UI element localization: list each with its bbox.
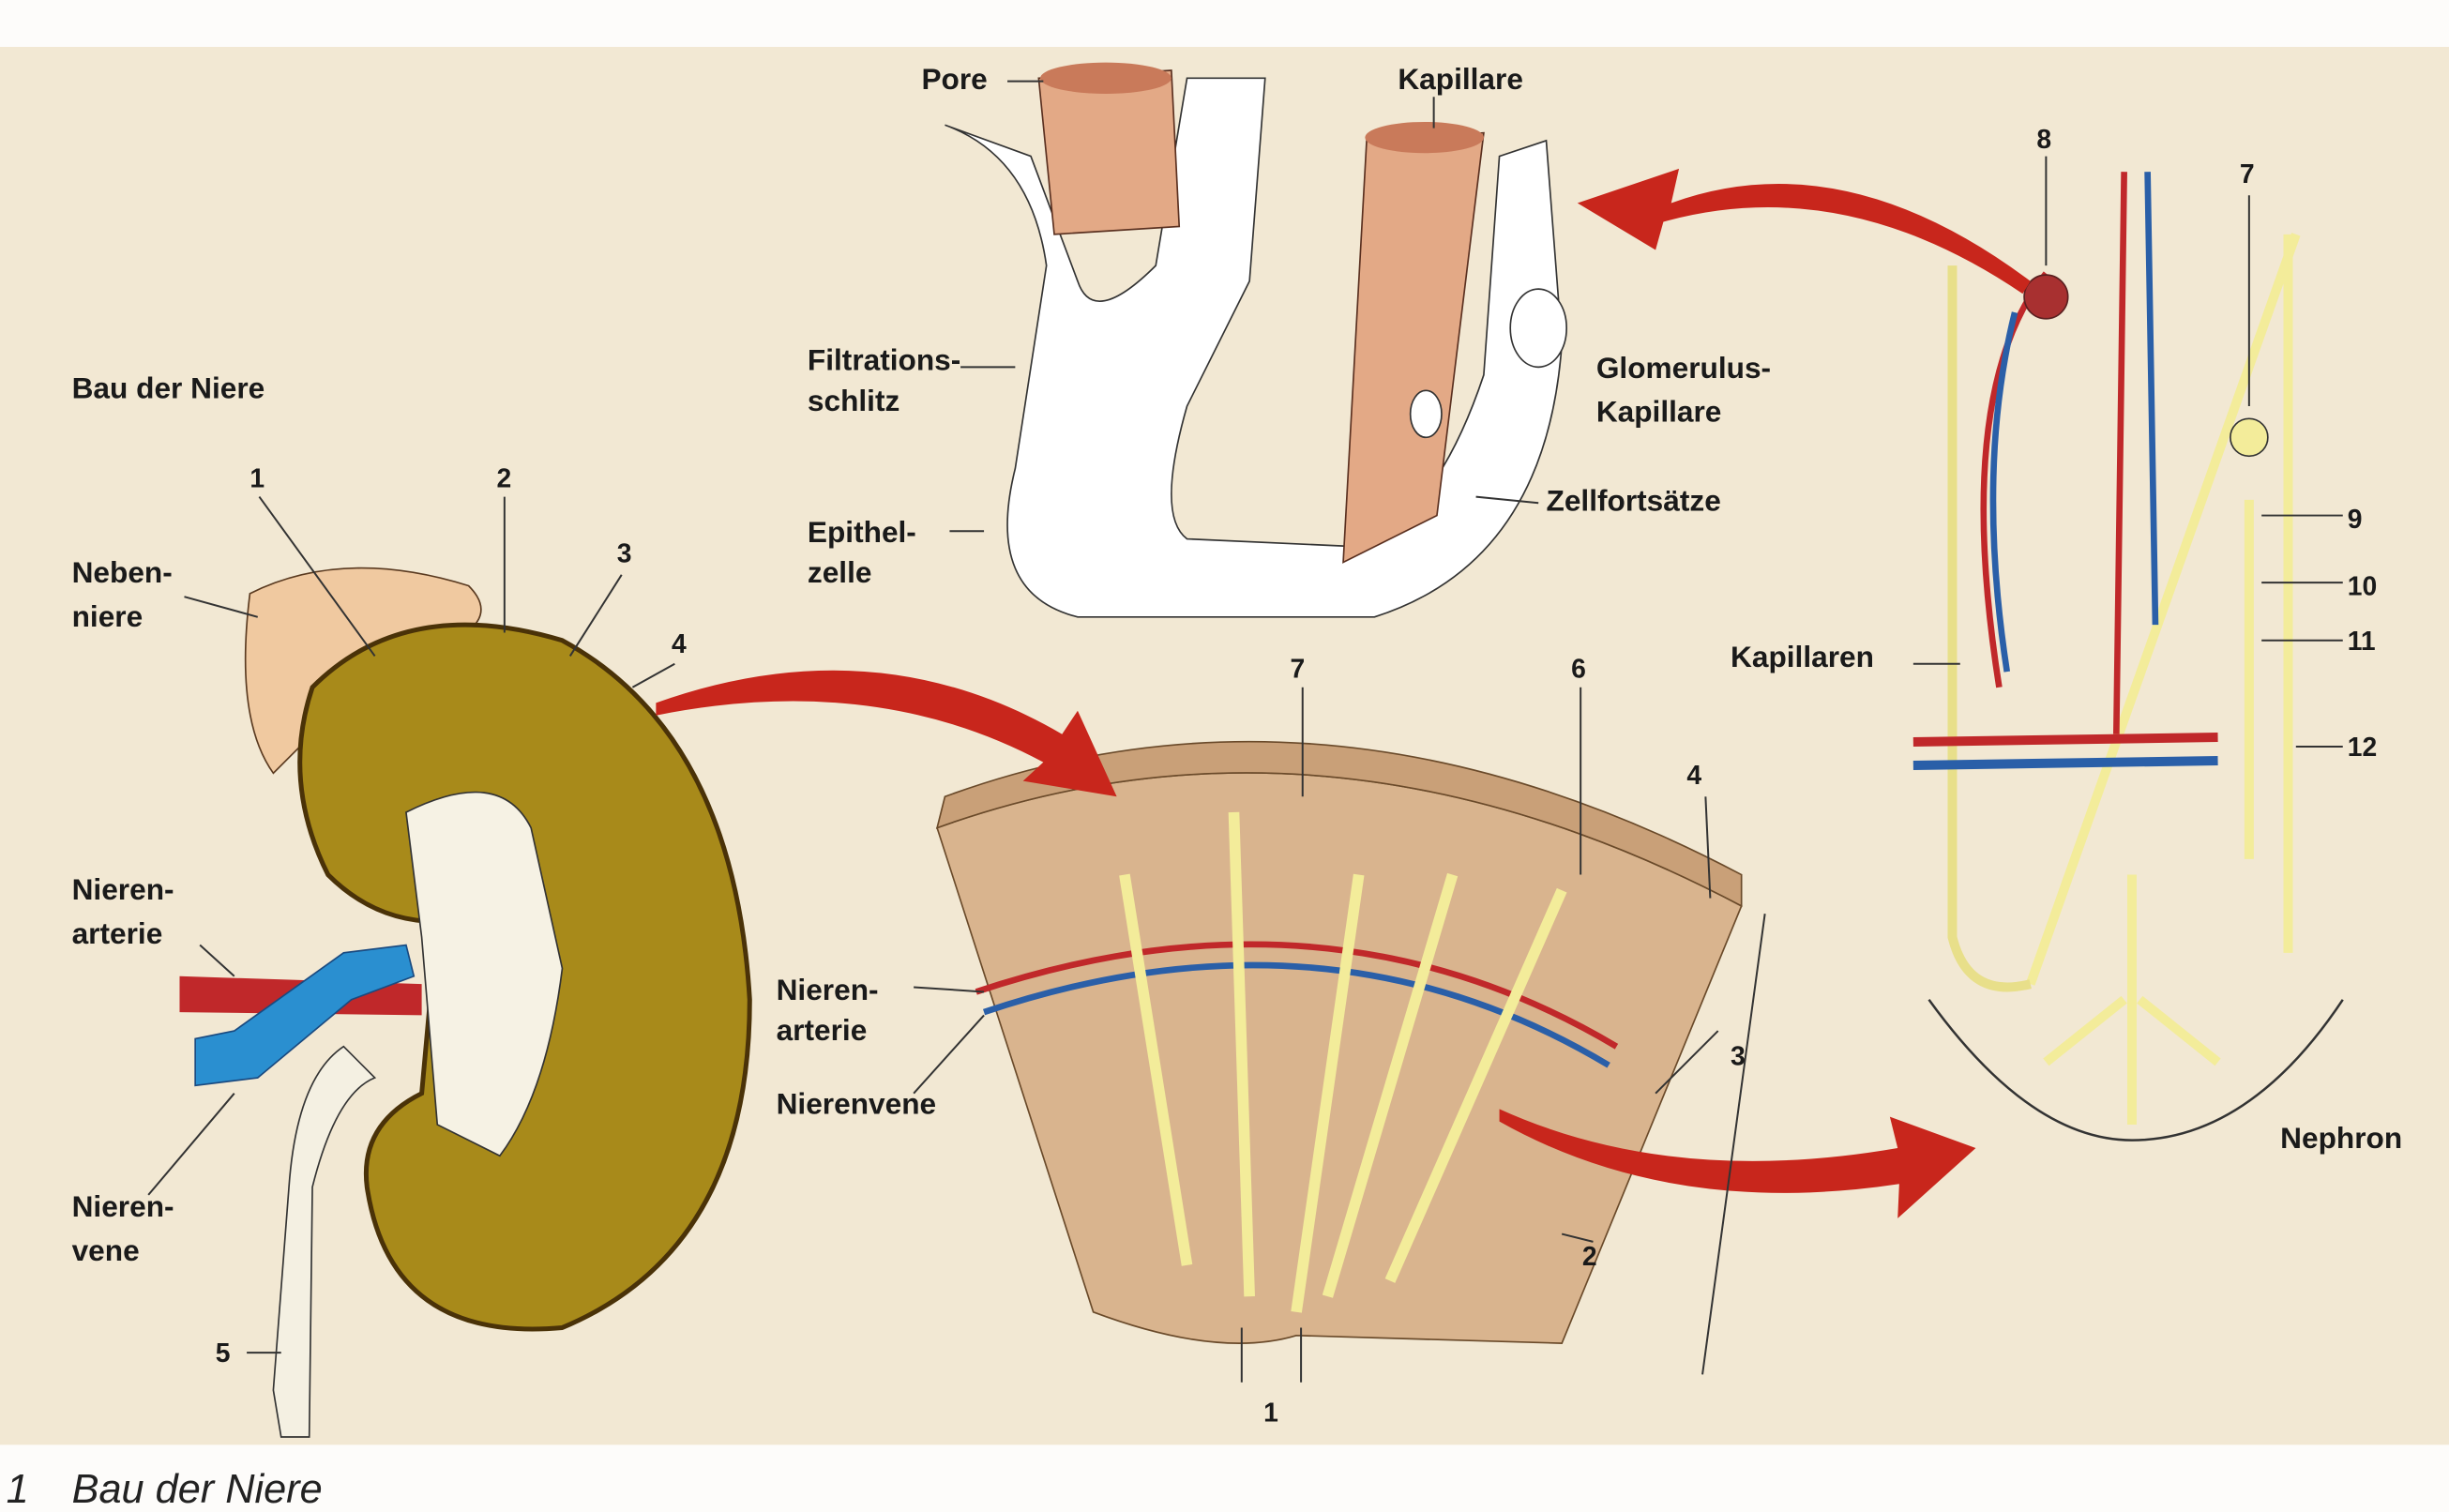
nephron-illustration [1912,172,2344,1142]
nephron-number-8: 8 [2036,124,2051,154]
nephron-number-9: 9 [2348,504,2363,534]
label-nephron: Nephron [2280,1121,2402,1155]
label-nierenvene-2: vene [72,1233,140,1267]
arrow-nephron-to-glomerulus [1577,168,2031,295]
arrow-section-to-nephron [1499,1109,1976,1218]
arrows [656,168,2031,1218]
label-kapillaren: Kapillaren [1731,640,1874,673]
nephron-number-11: 11 [2348,626,2376,656]
caption-text: Bau der Niere [72,1467,323,1512]
caption-number: 1 [7,1467,29,1512]
label-nebenniere-2: niere [72,599,144,633]
figure-heading: Bau der Niere [72,371,265,405]
section-number-1: 1 [1263,1397,1278,1427]
section-number-2: 2 [1582,1241,1597,1271]
section-number-7: 7 [1290,654,1305,684]
kidney-number-3: 3 [617,538,632,568]
section-number-4: 4 [1686,760,1701,790]
label-section-nierenarterie-1: Nieren- [777,973,879,1006]
label-zellfortsaetze: Zellfortsätze [1547,484,1721,518]
nephron-number-7: 7 [2240,159,2255,189]
label-kapillare: Kapillare [1398,62,1523,96]
nephron-number-10: 10 [2348,570,2377,600]
label-filtrationsschlitz-2: schlitz [808,384,899,417]
label-glomeruluskapillare-2: Kapillare [1596,395,1722,429]
label-nierenarterie-2: arterie [72,916,163,950]
label-pore: Pore [921,62,987,96]
kidney-number-5: 5 [216,1338,231,1368]
nephron-number-12: 12 [2348,732,2377,762]
label-nierenarterie-1: Nieren- [72,872,174,906]
label-glomeruluskapillare-1: Glomerulus- [1596,351,1771,385]
label-section-nierenvene: Nierenvene [777,1086,937,1120]
section-number-3: 3 [1731,1041,1746,1071]
label-filtrationsschlitz-1: Filtrations- [808,343,960,377]
kidney-illustration [179,567,752,1438]
label-epithelzelle-2: zelle [808,555,872,589]
label-epithelzelle-1: Epithel- [808,515,916,549]
label-section-nierenarterie-2: arterie [777,1013,868,1047]
kidney-number-4: 4 [672,628,687,658]
label-nierenvene-1: Nieren- [72,1189,174,1223]
kidney-number-1: 1 [249,463,265,493]
kidney-number-2: 2 [497,463,512,493]
leader-lines [147,80,2343,1383]
glomerulus-detail [945,62,1568,618]
label-nebenniere-1: Neben- [72,555,173,589]
arrow-kidney-to-section [656,670,1117,797]
section-number-6: 6 [1571,654,1586,684]
